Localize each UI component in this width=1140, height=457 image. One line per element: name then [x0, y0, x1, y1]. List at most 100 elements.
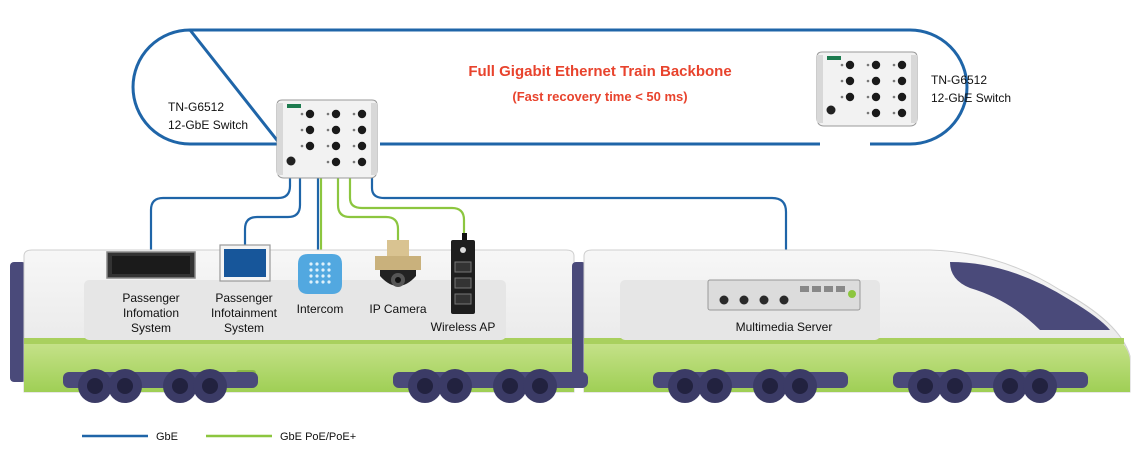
multimedia-server-device — [707, 279, 861, 311]
port-led — [300, 128, 304, 132]
train — [10, 249, 1131, 403]
speaker-hole — [315, 280, 319, 284]
port-led — [352, 144, 356, 148]
poe-links — [319, 178, 466, 254]
ip-camera-device — [375, 240, 421, 287]
switch-port — [897, 60, 907, 70]
port-led — [326, 144, 330, 148]
passenger-info-label-2: Infomation — [123, 306, 179, 320]
server-port — [812, 286, 821, 292]
passenger-info-label-3: System — [131, 321, 171, 335]
speaker-hole — [315, 262, 319, 266]
gbe-links — [149, 178, 788, 280]
switch-1-console-port — [286, 156, 296, 166]
backbone-ring — [131, 28, 969, 146]
train-coupler — [572, 262, 586, 388]
switch-port — [871, 60, 881, 70]
passenger-infotainment-label-1: Passenger — [215, 291, 272, 305]
port-led — [892, 63, 896, 67]
port-led — [866, 111, 870, 115]
wheel-hub — [1032, 378, 1048, 394]
server-port — [719, 295, 729, 305]
switch-port — [305, 141, 315, 151]
speaker-hole — [327, 280, 331, 284]
link-wireless-ap-poe — [348, 178, 466, 236]
switch-port — [357, 109, 367, 119]
passenger-infotainment-screen — [219, 244, 271, 282]
server-port — [824, 286, 833, 292]
port-led — [326, 112, 330, 116]
speaker-hole — [321, 262, 325, 266]
wheel-hub — [117, 378, 133, 394]
switch-2-model: TN-G6512 — [931, 73, 987, 87]
speaker-hole — [309, 274, 313, 278]
switch-1-desc: 12-GbE Switch — [168, 118, 248, 132]
switch-port — [871, 92, 881, 102]
port-led — [326, 128, 330, 132]
passenger-info-display — [106, 251, 196, 279]
wheel-hub — [947, 378, 963, 394]
port-led — [840, 95, 844, 99]
speaker-hole — [327, 268, 331, 272]
port-led — [866, 95, 870, 99]
link-passenger-infotainment — [243, 178, 302, 245]
wireless-ap-device — [451, 233, 475, 314]
server-port — [836, 286, 845, 292]
speaker-hole — [321, 274, 325, 278]
server-port — [779, 295, 789, 305]
multimedia-server-label: Multimedia Server — [736, 320, 833, 334]
ip-camera-label: IP Camera — [369, 302, 426, 316]
wireless-ap-label: Wireless AP — [431, 320, 496, 334]
wheel-hub — [87, 378, 103, 394]
intercom-label: Intercom — [297, 302, 344, 316]
port-led — [866, 63, 870, 67]
port-led — [300, 144, 304, 148]
switch-port — [357, 157, 367, 167]
port-led — [326, 160, 330, 164]
switch-port — [331, 125, 341, 135]
switch-port — [845, 60, 855, 70]
speaker-hole — [327, 274, 331, 278]
legend: GbE GbE PoE/PoE+ — [82, 431, 356, 443]
wheel-hub — [1002, 378, 1018, 394]
multimedia-server-ports — [719, 286, 845, 305]
port-led — [352, 160, 356, 164]
switch-port — [357, 125, 367, 135]
wheel-hub — [172, 378, 188, 394]
switch-2-ports — [840, 60, 907, 118]
switch-1 — [276, 99, 378, 179]
wheel-hub — [447, 378, 463, 394]
speaker-hole — [315, 268, 319, 272]
server-port — [800, 286, 809, 292]
switch-port — [871, 108, 881, 118]
port-led — [352, 112, 356, 116]
wheel-hub — [677, 378, 693, 394]
switch-port — [845, 92, 855, 102]
backbone-subtitle: (Fast recovery time < 50 ms) — [512, 89, 687, 104]
wheel-hub — [792, 378, 808, 394]
switch-port — [305, 125, 315, 135]
wheel-hub — [707, 378, 723, 394]
switch-2-desc: 12-GbE Switch — [931, 91, 1011, 105]
switch-port — [305, 109, 315, 119]
port-led — [352, 128, 356, 132]
link-passenger-info — [149, 178, 292, 252]
switch-port — [871, 76, 881, 86]
port-led — [840, 79, 844, 83]
speaker-hole — [321, 268, 325, 272]
wheel-hub — [917, 378, 933, 394]
speaker-hole — [309, 280, 313, 284]
switch-port — [897, 76, 907, 86]
wheel-hub — [532, 378, 548, 394]
port-led — [892, 79, 896, 83]
train-left-end — [10, 262, 26, 382]
port-led — [866, 79, 870, 83]
backbone-title: Full Gigabit Ethernet Train Backbone — [468, 63, 731, 80]
switch-1-model: TN-G6512 — [168, 100, 224, 114]
link-ip-camera-poe — [336, 178, 400, 240]
intercom-device — [298, 254, 342, 294]
switch-port — [897, 92, 907, 102]
switch-1-ports — [300, 109, 367, 167]
